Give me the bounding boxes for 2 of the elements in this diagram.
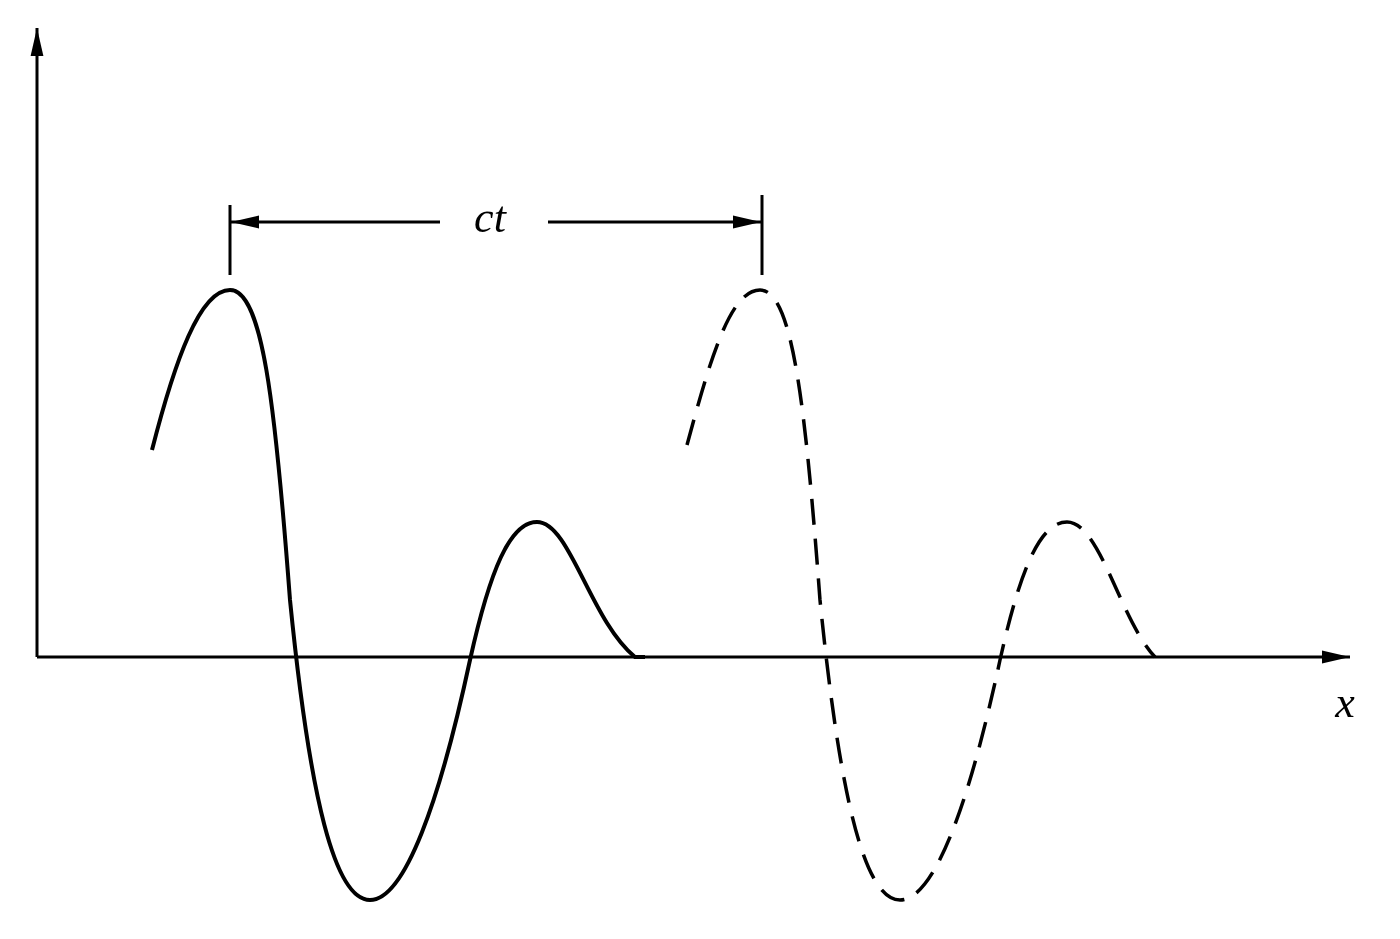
axis-label: x [1335, 681, 1355, 725]
dimension-label: ct [474, 196, 506, 240]
